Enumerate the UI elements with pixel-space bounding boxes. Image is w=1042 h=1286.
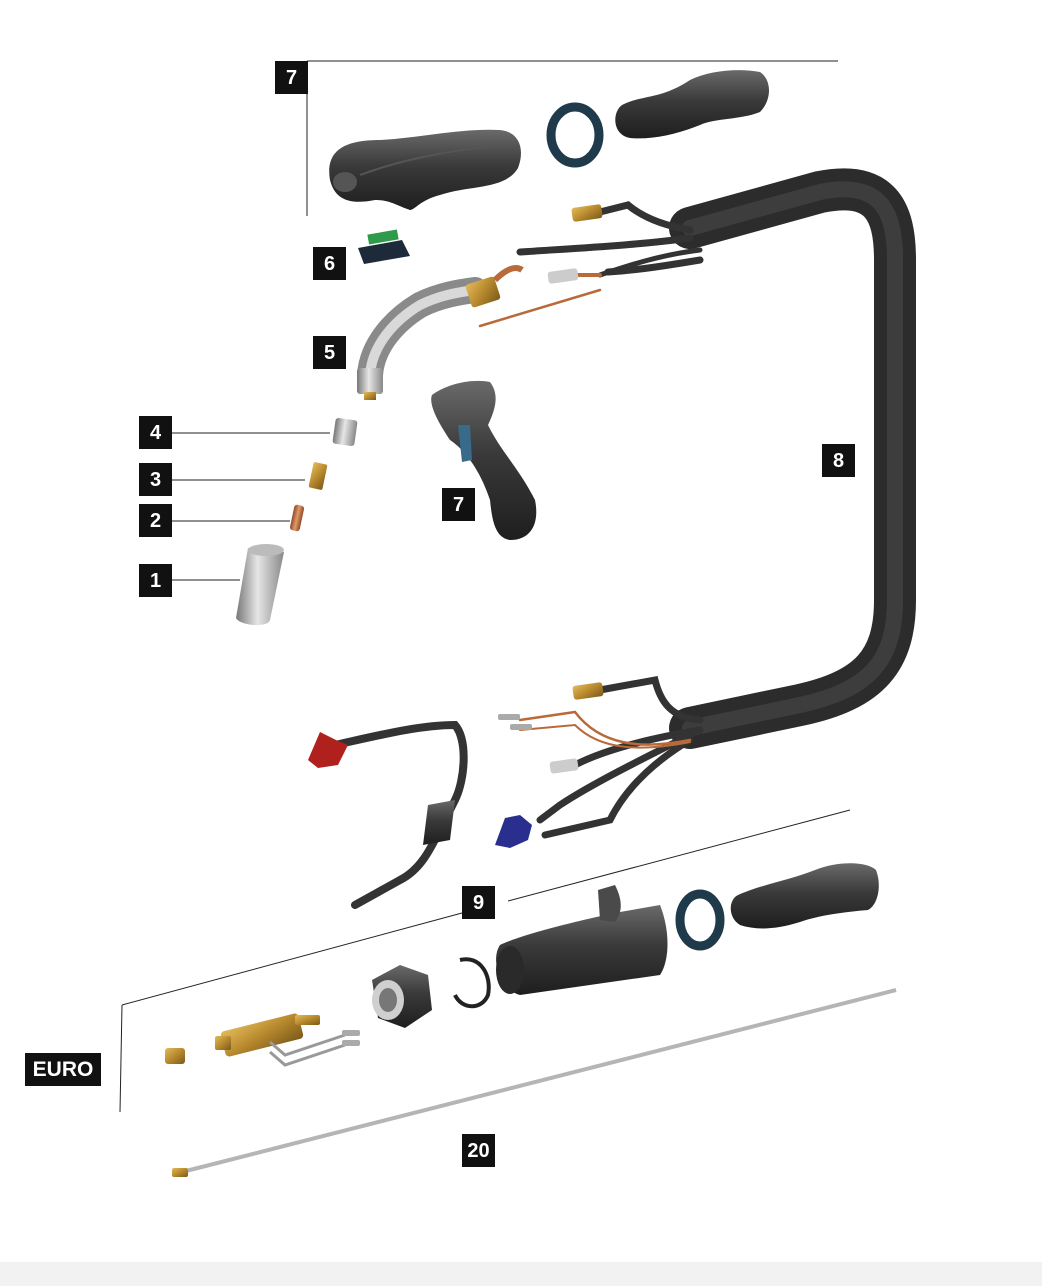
euro-handle-body — [496, 885, 668, 995]
callout-7-handle: 7 — [275, 61, 308, 94]
callout-9-euro-kit: 9 — [462, 886, 495, 919]
cable-fittings — [498, 204, 604, 774]
red-valve-hose — [308, 720, 468, 909]
callout-4-diffuser: 4 — [139, 416, 172, 449]
footer-strip — [0, 1262, 1042, 1286]
callout-7-grip: 7 — [442, 488, 475, 521]
contact-tip — [289, 504, 305, 532]
o-ring-top — [546, 102, 604, 168]
handle-half-shell — [329, 129, 521, 210]
nozzle — [236, 544, 284, 626]
callout-2-tip: 2 — [139, 504, 172, 537]
o-ring-bottom — [675, 889, 725, 951]
callout-20-liner: 20 — [462, 1134, 495, 1167]
blue-valve — [495, 815, 532, 848]
callout-8-cable: 8 — [822, 444, 855, 477]
callout-euro: EURO — [25, 1053, 101, 1086]
diffuser — [332, 417, 358, 447]
callout-1-nozzle: 1 — [139, 564, 172, 597]
callout-6-switch: 6 — [313, 247, 346, 280]
cable-sleeve-bottom — [730, 863, 879, 929]
pistol-grip — [431, 380, 537, 540]
callout-3-adapter: 3 — [139, 463, 172, 496]
gooseneck — [357, 265, 524, 400]
euro-nipple — [165, 1048, 185, 1064]
snap-ring — [453, 957, 491, 1009]
euro-connector — [215, 1013, 360, 1067]
wire-liner — [172, 988, 897, 1177]
tip-adapter — [308, 462, 328, 490]
cable-sleeve-top — [615, 70, 769, 139]
cable-loop — [478, 168, 916, 839]
trigger-switch — [358, 229, 410, 264]
callout-5-neck: 5 — [313, 336, 346, 369]
euro-nut — [372, 965, 432, 1028]
